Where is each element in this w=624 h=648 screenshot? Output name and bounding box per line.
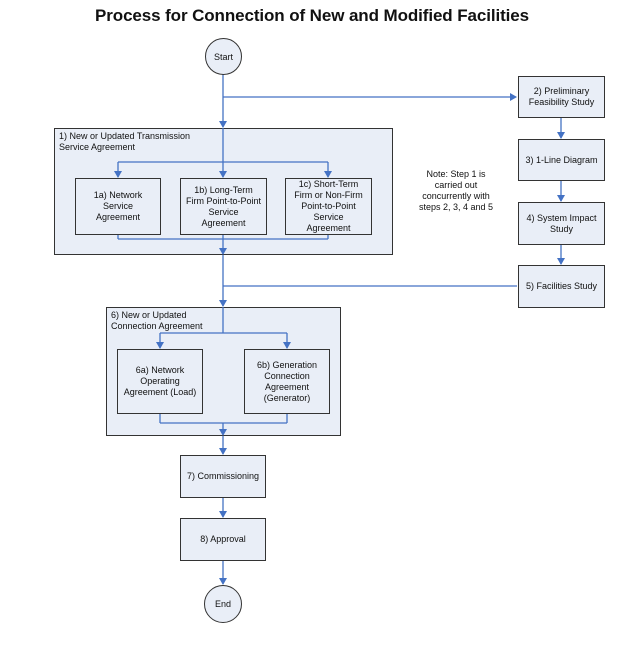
- group6-label: 6) New or Updated Connection Agreement: [111, 310, 203, 331]
- step-1c-short-term-firm: 1c) Short-Term Firm or Non-Firm Point-to…: [285, 178, 372, 235]
- step-7-commissioning: 7) Commissioning: [180, 455, 266, 498]
- step-4-system-impact-study: 4) System Impact Study: [518, 202, 605, 245]
- start-node: Start: [205, 38, 242, 75]
- step-5-facilities-study: 5) Facilities Study: [518, 265, 605, 308]
- concurrency-note: Note: Step 1 is carried out concurrently…: [418, 169, 494, 212]
- step-1a-network-service-agreement: 1a) Network Service Agreement: [75, 178, 161, 235]
- step-8-approval: 8) Approval: [180, 518, 266, 561]
- step-1b-long-term-firm: 1b) Long-Term Firm Point-to-Point Servic…: [180, 178, 267, 235]
- start-label: Start: [213, 51, 233, 62]
- end-label: End: [214, 599, 231, 609]
- step-3-one-line-diagram: 3) 1-Line Diagram: [518, 139, 605, 181]
- step-6a-network-operating-agreement: 6a) Network Operating Agreement (Load): [117, 349, 203, 414]
- diagram-title: Process for Connection of New and Modifi…: [95, 6, 529, 25]
- step-6b-generation-connection-agreement: 6b) Generation Connection Agreement (Gen…: [244, 349, 330, 414]
- group1-label: 1) New or Updated Transmission Service A…: [59, 131, 191, 152]
- end-node: End: [204, 585, 242, 623]
- step-2-preliminary-feasibility: 2) Preliminary Feasibility Study: [518, 76, 605, 118]
